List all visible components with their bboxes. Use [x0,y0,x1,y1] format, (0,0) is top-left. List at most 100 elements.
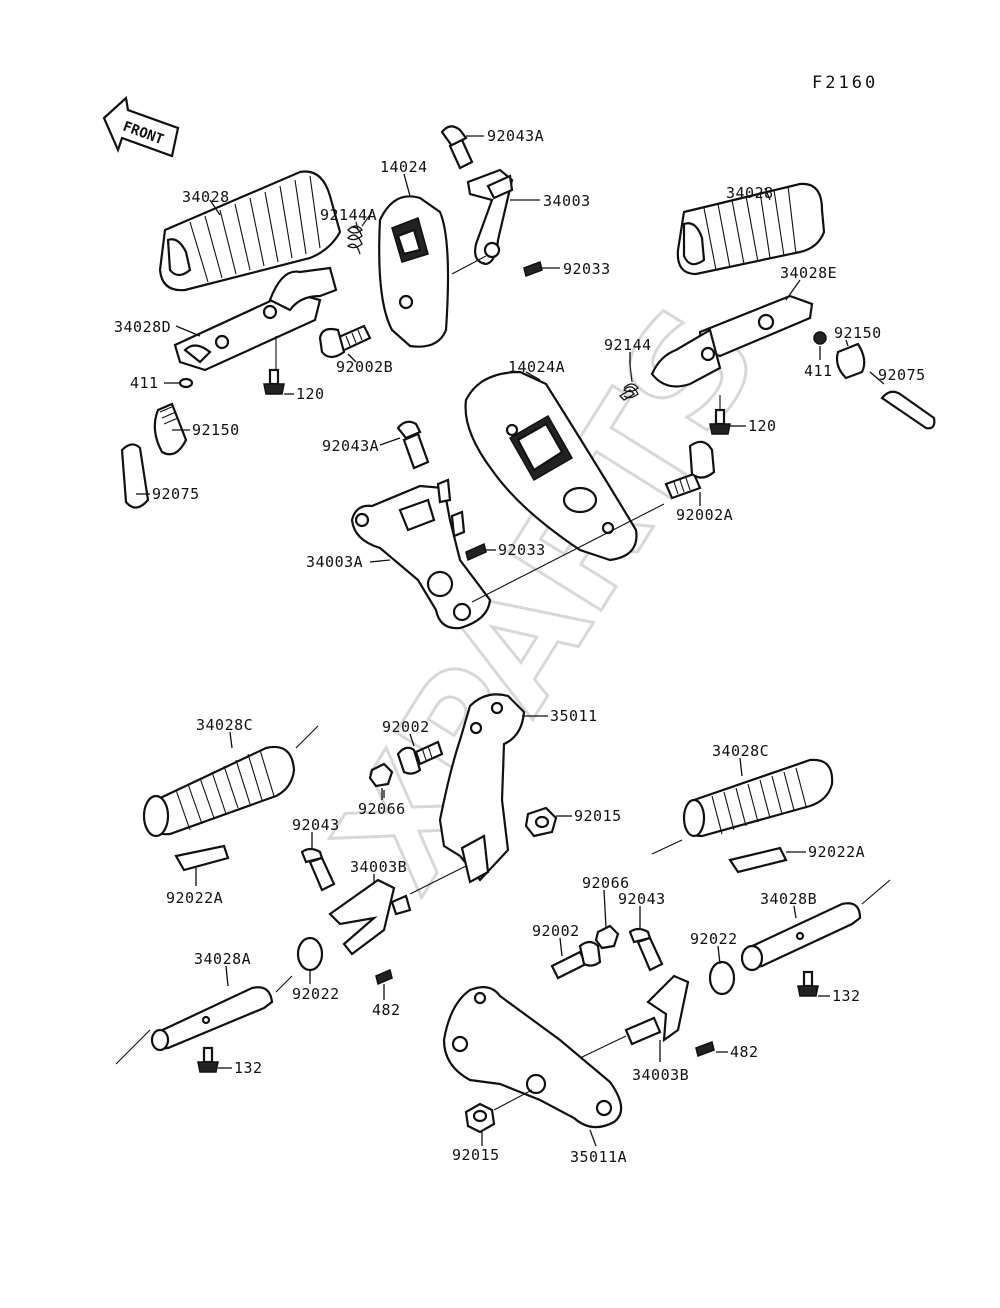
bracket-35011 [438,693,526,884]
clip-482-right [695,1041,715,1057]
label-92075: 92075 [152,485,200,503]
plate-92022A-left [174,844,230,872]
plate-92022A-right [728,846,788,874]
pin-92043A-mid [396,420,430,470]
label-34028C: 34028C [196,716,253,734]
label-411: 411 [804,362,833,380]
label-92002B: 92002B [336,358,393,376]
label-14024A: 14024A [508,358,565,376]
label-34003A: 34003A [306,553,363,571]
pin-92043-right [628,927,664,972]
label-34028E: 34028E [780,264,837,282]
label-92144A: 92144A [320,206,377,224]
spring-92144A [346,211,373,255]
pin-92043-left [300,847,336,892]
clip-92033-mid [465,542,487,562]
guide-line-9 [579,1035,627,1059]
label-92043A: 92043A [487,127,544,145]
label-92022: 92022 [690,930,738,948]
label-34003B: 34003B [350,858,407,876]
footpeg-rubber-34028C-right [682,758,834,838]
label-92015: 92015 [452,1146,500,1164]
pin-92150-right [835,342,866,380]
bolt-92002B [318,324,372,359]
label-132: 132 [832,987,861,1005]
bolt-120-left [263,368,285,395]
label-92002: 92002 [382,718,430,736]
nut-92015-bottom [464,1102,496,1134]
washer-92022-right [708,960,736,996]
bolt-132-left [197,1046,219,1073]
bolt-92002A [664,440,716,500]
label-34028A: 34028A [194,950,251,968]
guide-line-5 [115,1029,151,1065]
label-35011: 35011 [550,707,598,725]
label-92033: 92033 [498,541,546,559]
label-92022A: 92022A [166,889,223,907]
bracket-35011A [442,985,623,1129]
label-34028D: 34028D [114,318,171,336]
bolt-92002-top [396,740,444,775]
label-92015: 92015 [574,807,622,825]
footpeg-34028D [173,266,338,372]
label-92066: 92066 [358,800,406,818]
footpeg-rubber-34028C-left [142,745,296,838]
label-482: 482 [730,1043,759,1061]
label-34028: 34028 [726,184,774,202]
label-92150: 92150 [192,421,240,439]
bracket-34003B-left [328,878,412,956]
guide-line-2 [471,503,665,603]
bracket-34003A [350,478,492,630]
footpeg-rubber-34028-left [158,170,342,292]
footpeg-34028E [650,294,814,426]
washer-411-left [178,377,194,389]
clip-482-left [375,968,393,986]
label-35011A: 35011A [570,1148,627,1166]
clip-92033-top [523,261,543,277]
footpeg-34028B [740,902,862,972]
label-14024: 14024 [380,158,428,176]
heel-guard-14024A [464,370,638,562]
bolt-92002-bottom [550,940,602,980]
nut-92066-bottom [594,924,620,950]
cap-92075-right [880,390,936,430]
label-92022A: 92022A [808,843,865,861]
label-92043A: 92043A [322,437,379,455]
label-34003: 34003 [543,192,591,210]
guide-line-10 [493,1089,533,1111]
label-120: 120 [296,385,325,403]
pin-92043A-top [440,125,474,170]
bolt-132-right [797,970,819,997]
label-120: 120 [748,417,777,435]
washer-92022-left [296,936,324,972]
label-92043: 92043 [292,816,340,834]
nut-92015-top [524,806,558,838]
guide-line-7 [651,839,683,855]
bolt-120-right [709,408,731,435]
label-92144: 92144 [604,336,652,354]
label-92002A: 92002A [676,506,733,524]
label-132: 132 [234,1059,263,1077]
washer-411-right [813,331,827,345]
bracket-34003B-right [624,974,690,1046]
bracket-34003 [466,168,514,266]
guide-line-3 [295,725,319,749]
label-92150: 92150 [834,324,882,342]
label-411: 411 [130,374,159,392]
label-34028B: 34028B [760,890,817,908]
spring-92144 [618,363,639,401]
guide-line-6 [275,975,293,993]
part-labels: 92043A 14024 34003 92144A 34028 34028 92… [114,127,926,1166]
label-34003B: 34003B [632,1066,689,1084]
guide-line-4 [409,865,467,895]
front-arrow-icon: FRONT [102,95,180,158]
label-92022: 92022 [292,985,340,1003]
guide-line [451,255,487,275]
footpeg-34028A [150,986,274,1052]
label-92075: 92075 [878,366,926,384]
label-482: 482 [372,1001,401,1019]
diagram-code: F2160 [812,73,878,93]
label-92043: 92043 [618,890,666,908]
heel-guard-14024 [378,195,450,348]
